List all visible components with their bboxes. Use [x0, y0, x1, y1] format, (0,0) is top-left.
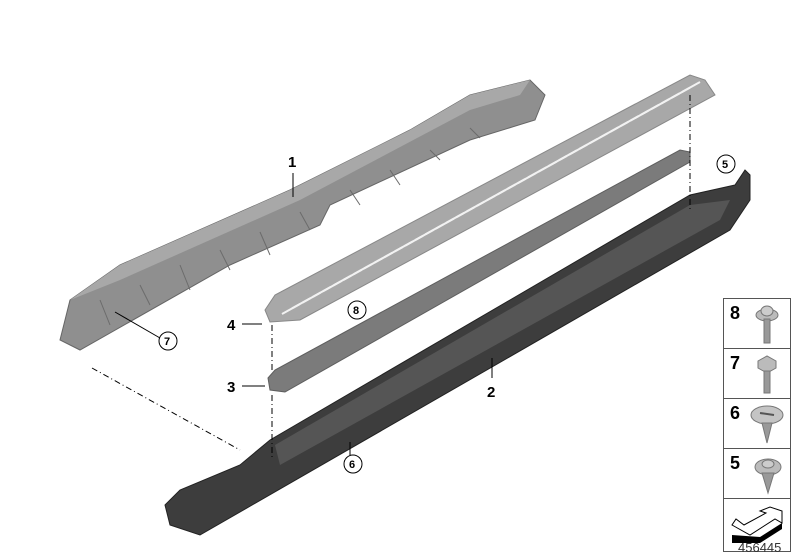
part-4-step-plate — [264, 74, 716, 323]
svg-text:7: 7 — [164, 336, 170, 348]
diagram-id: 456445 — [738, 540, 782, 555]
svg-text:5: 5 — [722, 159, 728, 171]
callout-4: 4 — [227, 317, 236, 334]
callout-6: 6 — [343, 454, 363, 474]
slotted-clip-icon — [750, 405, 784, 444]
part-1-trim-carrier — [59, 79, 546, 351]
direction-arrow-icon — [731, 506, 783, 543]
callout-3: 3 — [227, 379, 235, 396]
push-rivet-icon — [754, 458, 782, 495]
legend-direction — [724, 499, 790, 548]
callout-7: 7 — [158, 331, 178, 351]
part-2-side-skirt — [164, 169, 751, 536]
fastener-legend: 8 7 6 5 — [723, 298, 791, 552]
callout-leaders — [114, 173, 493, 455]
callout-5: 5 — [716, 154, 736, 174]
legend-item-7: 7 — [724, 349, 790, 399]
svg-text:8: 8 — [353, 305, 359, 317]
callout-1: 1 — [288, 154, 296, 171]
svg-text:6: 6 — [349, 459, 355, 471]
callout-8: 8 — [347, 300, 367, 320]
legend-item-6: 6 — [724, 399, 790, 449]
hex-bolt-icon — [757, 355, 777, 394]
legend-item-8: 8 — [724, 299, 790, 349]
callout-2: 2 — [487, 384, 495, 401]
legend-item-5: 5 — [724, 449, 790, 499]
torx-bolt-icon — [755, 305, 779, 344]
assembly-lines — [91, 95, 691, 460]
